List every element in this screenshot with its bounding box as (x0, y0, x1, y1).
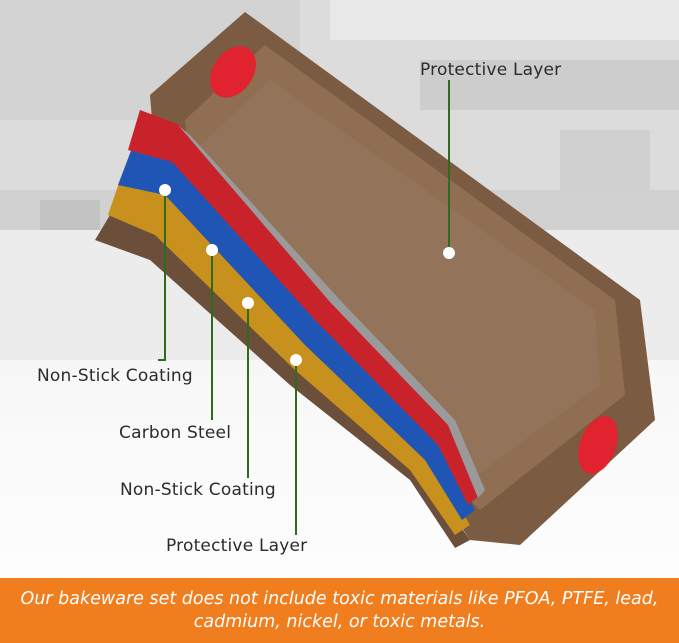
handle-top-red (210, 46, 256, 98)
callout-top-protective-layer: Protective Layer (420, 60, 562, 80)
layer-blue (118, 148, 475, 520)
callout-nonstick-coating-1: Non-Stick Coating (37, 366, 193, 386)
dot-nonstick-1 (159, 184, 171, 196)
tray-inner-floor (200, 80, 600, 480)
leader-lines (158, 80, 450, 535)
callout-carbon-steel: Carbon Steel (119, 423, 232, 443)
dot-bottom-protective (290, 354, 302, 366)
bakeware-layers-illustration (95, 12, 655, 548)
leader-nonstick-1 (158, 190, 166, 361)
layer-red (128, 110, 480, 505)
callout-dots (159, 184, 455, 366)
info-banner: Our bakeware set does not include toxic … (0, 578, 679, 643)
dot-carbon-steel (206, 244, 218, 256)
banner-text: Our bakeware set does not include toxic … (20, 588, 659, 632)
layer-bronze-outer (95, 215, 470, 548)
layer-gold (108, 180, 470, 535)
callout-nonstick-coating-2: Non-Stick Coating (120, 480, 276, 500)
dot-top-protective (443, 247, 455, 259)
callout-bottom-protective-layer: Protective Layer (166, 536, 308, 556)
dot-nonstick-2 (242, 297, 254, 309)
handle-bottom-red (578, 416, 618, 474)
